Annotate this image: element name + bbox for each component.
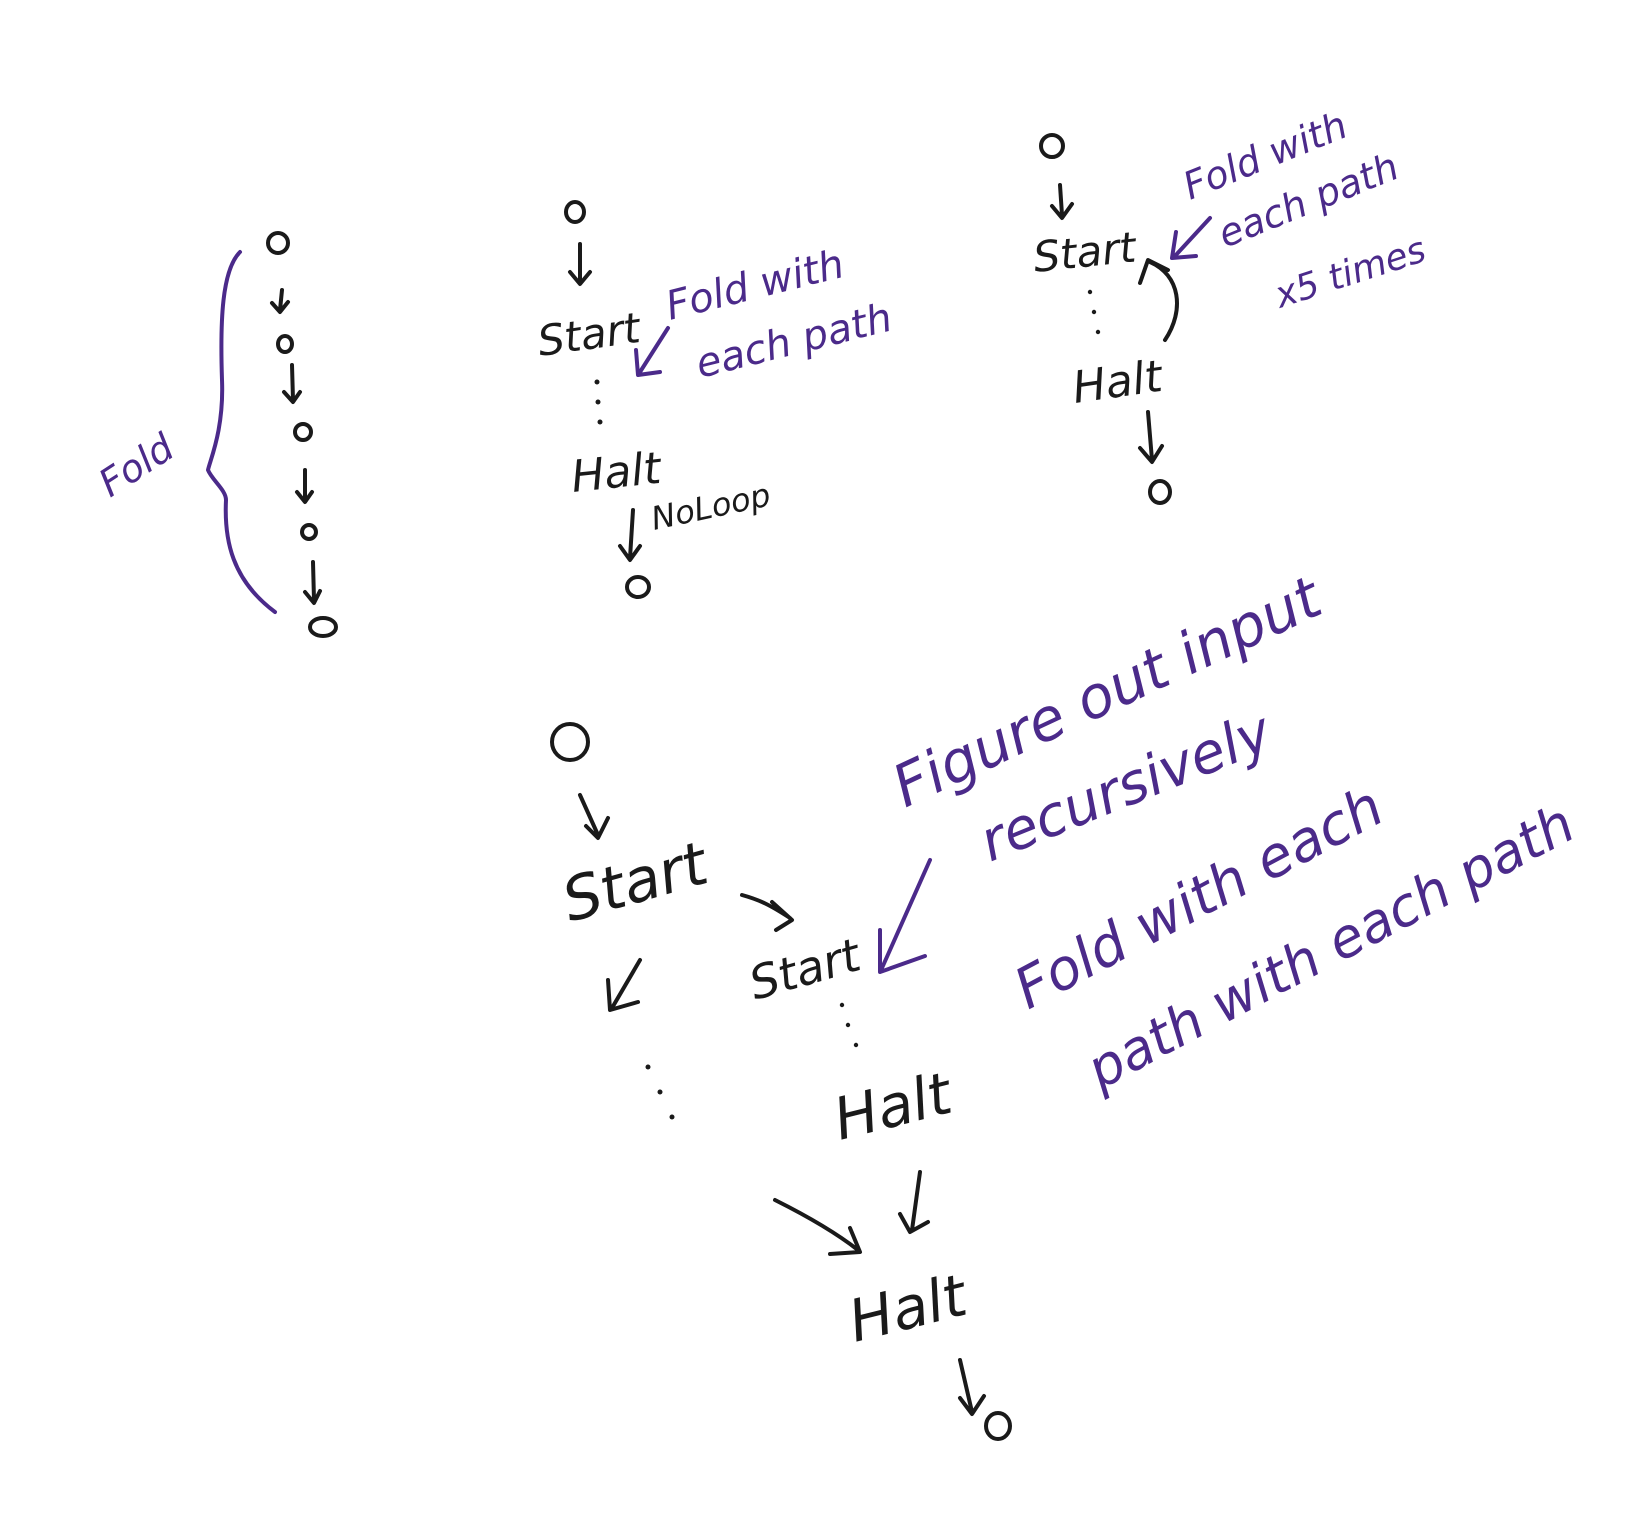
arrow-down: [578, 793, 610, 840]
halt-label: Halt: [569, 443, 665, 503]
arrow-down: [568, 242, 592, 286]
arrow-down: [618, 508, 642, 562]
node-circle: [276, 334, 294, 354]
node-circle: [293, 422, 313, 442]
diagram-nested: Start Start Halt Halt Figure out input r…: [550, 562, 1585, 1441]
node-circle: [550, 722, 590, 762]
arrow-down: [270, 288, 290, 314]
ellipsis-dot: [645, 1064, 651, 1070]
arrow-down: [1138, 410, 1164, 464]
ellipsis-dot: [594, 379, 600, 385]
ellipsis-dot: [597, 419, 603, 425]
ellipsis-dot: [853, 1042, 859, 1048]
node-circle: [564, 200, 586, 224]
ellipsis-dot: [1087, 289, 1093, 295]
fold-brace: [206, 250, 277, 614]
ellipsis-dot: [595, 399, 601, 405]
diagram-fold-chain: Fold: [91, 231, 338, 638]
diagram-loop-x5: Start Halt Fold with each path x5 times: [1031, 103, 1431, 505]
annotation-arrow: [634, 326, 670, 377]
node-circle: [1039, 133, 1065, 159]
annotation-arrow: [878, 858, 932, 974]
arrow-down: [303, 560, 322, 605]
ellipsis-dot: [1095, 329, 1101, 335]
start-outer-label: Start: [555, 828, 718, 936]
arrow-to-outer-halt: [773, 1198, 862, 1256]
node-circle: [625, 575, 651, 599]
node-circle: [266, 231, 290, 255]
arrow-down: [295, 468, 314, 504]
ellipsis-dot: [845, 1022, 851, 1028]
noloop-edge-label: NoLoop: [648, 476, 774, 538]
ellipsis-dot: [669, 1114, 675, 1120]
arrow-down: [1050, 183, 1074, 220]
arrow-down: [282, 363, 302, 404]
note-x5-times: x5 times: [1269, 229, 1431, 316]
ellipsis-dot: [657, 1089, 663, 1095]
node-circle: [984, 1411, 1012, 1441]
diagram-noloop: Start Halt NoLoop Fold with each path: [535, 200, 897, 599]
arrow-down: [898, 1170, 930, 1234]
node-circle: [300, 523, 318, 541]
arrow-down-left: [606, 958, 642, 1012]
start-label: Start: [535, 303, 645, 366]
loop-arrow: [1138, 258, 1179, 342]
halt-inner-label: Halt: [827, 1059, 960, 1154]
node-circle: [308, 616, 338, 638]
ellipsis-dot: [1091, 309, 1097, 315]
annotation-arrow: [1170, 216, 1212, 260]
halt-label: Halt: [1069, 351, 1166, 414]
node-circle: [1148, 479, 1172, 505]
start-inner-label: Start: [743, 927, 868, 1010]
halt-outer-label: Halt: [842, 1261, 975, 1356]
fold-brace-label: Fold: [91, 425, 183, 506]
arrow-down: [958, 1358, 986, 1416]
arrow-to-inner-start: [740, 893, 794, 932]
start-label: Start: [1031, 222, 1140, 282]
ellipsis-dot: [839, 1002, 845, 1008]
